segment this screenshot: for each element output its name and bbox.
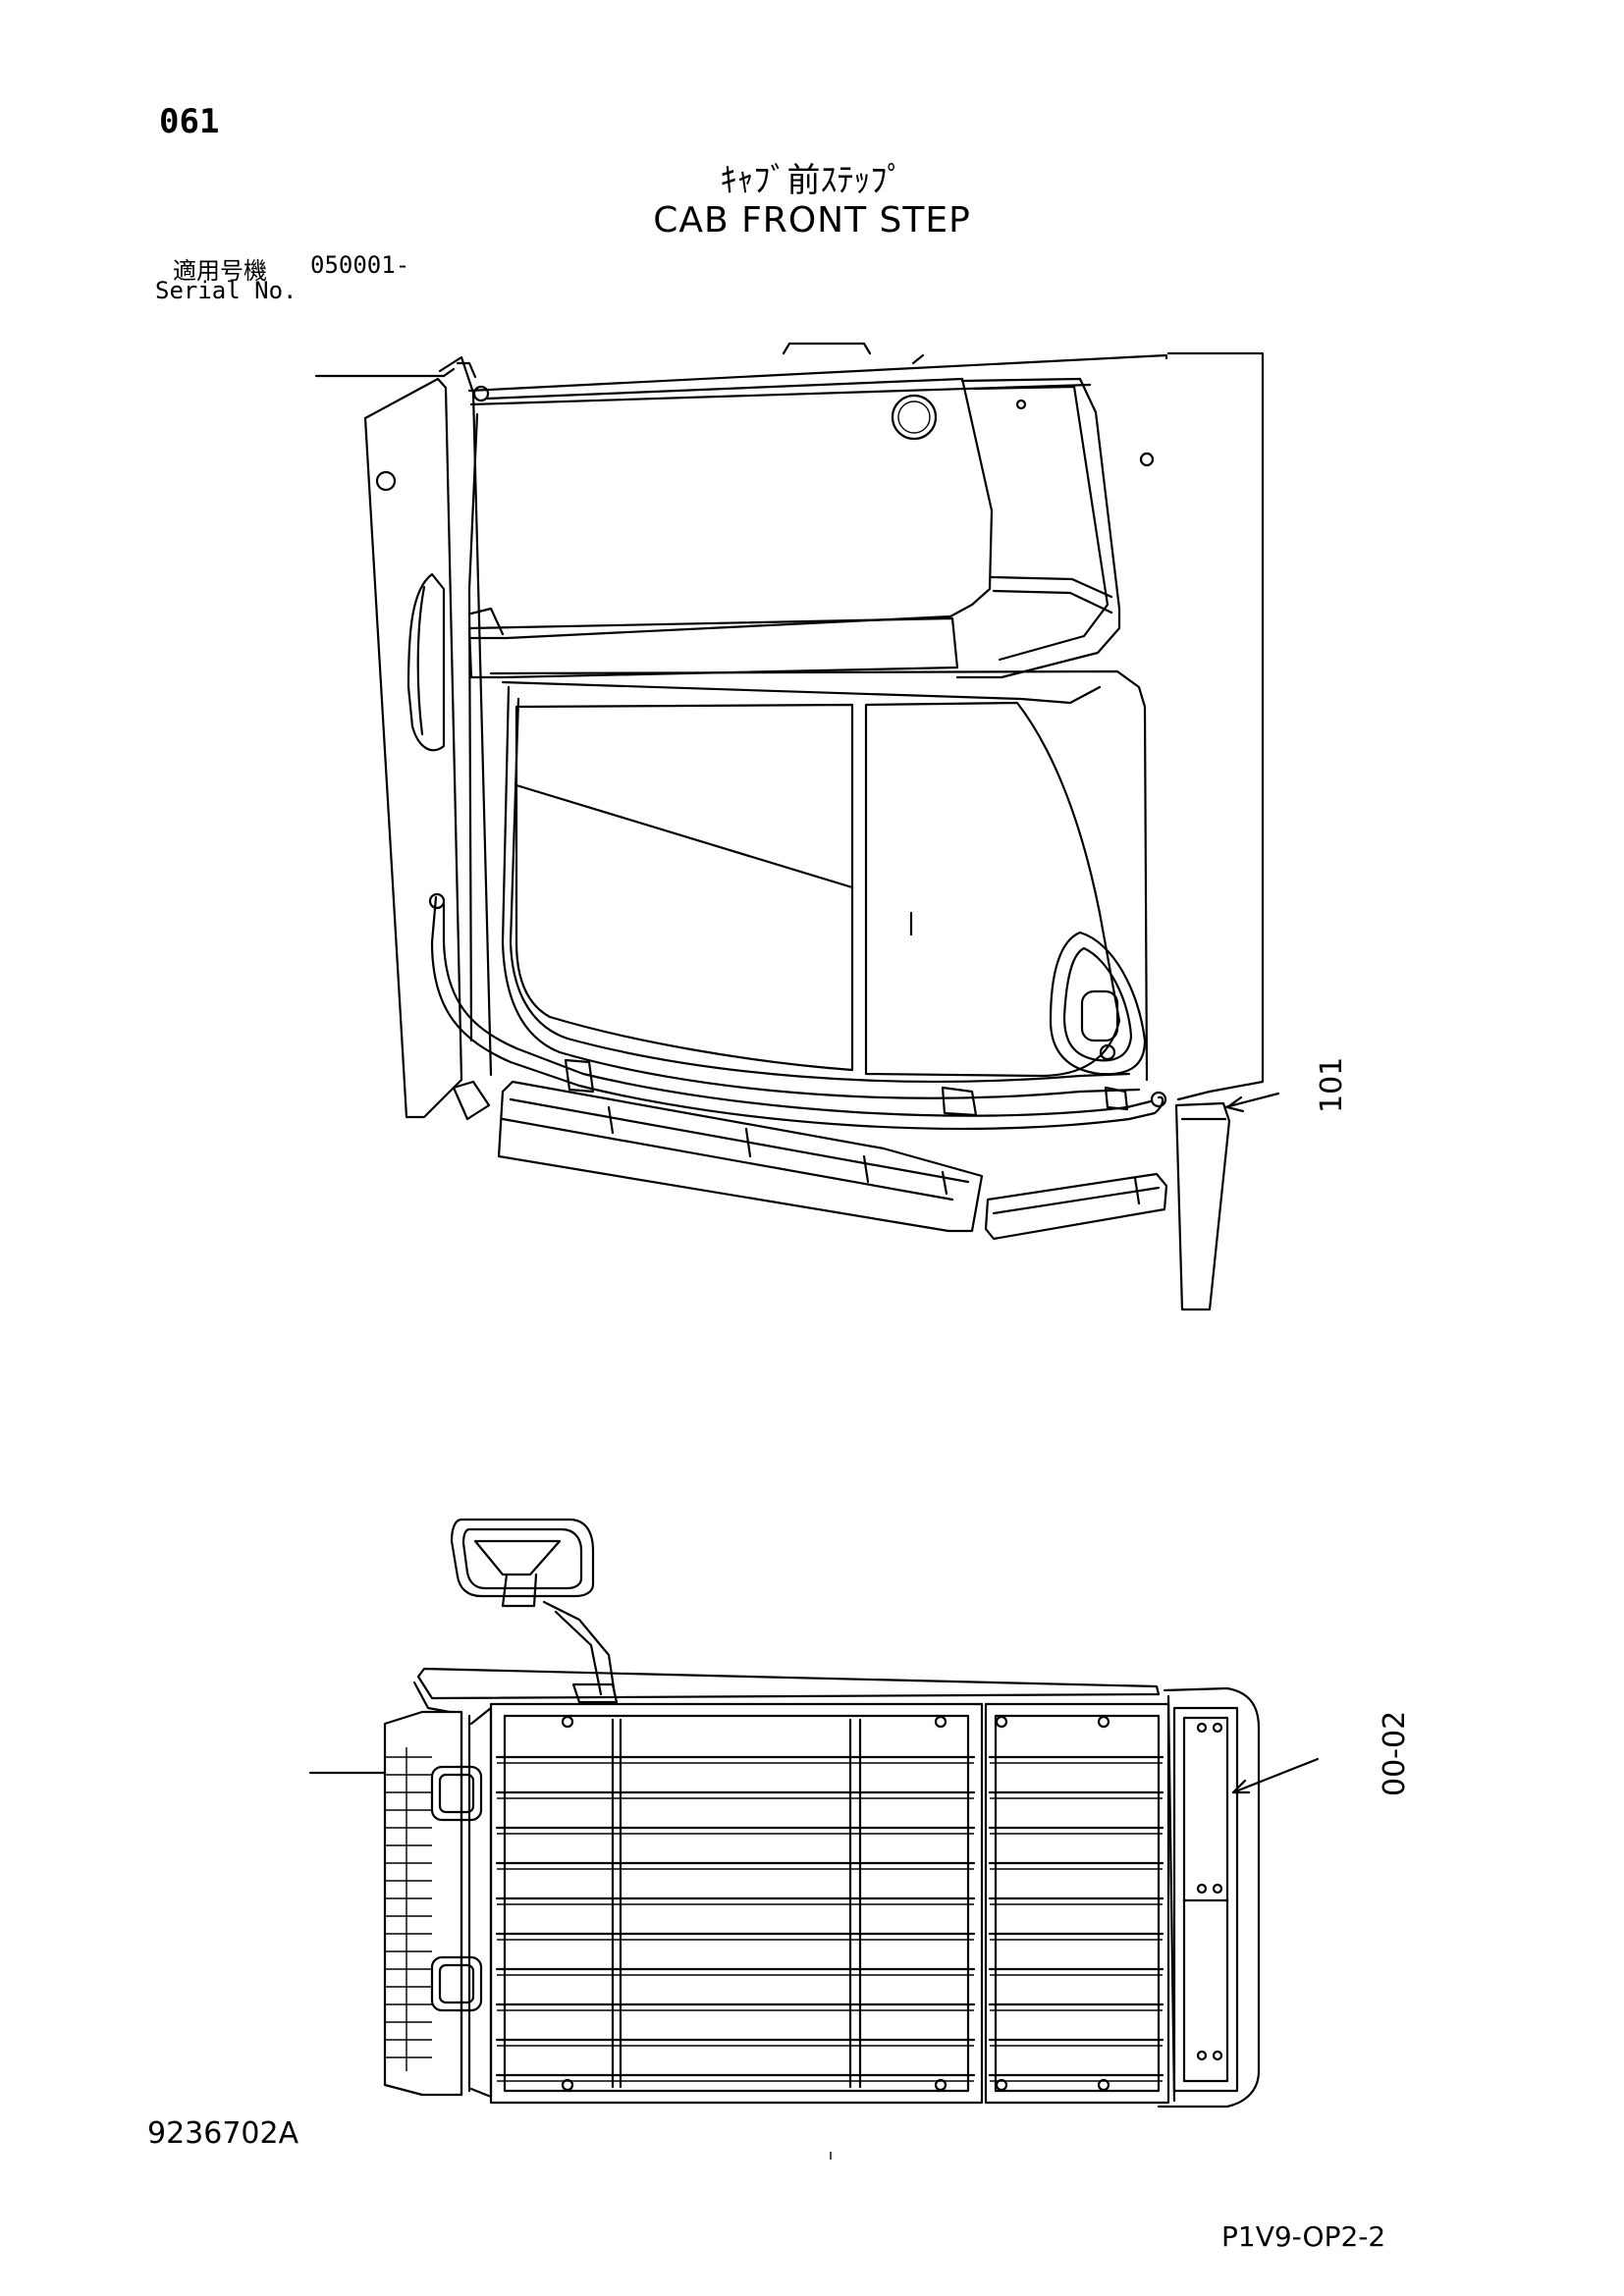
page-title: CAB FRONT STEP	[653, 200, 971, 240]
step-frame-right	[984, 1702, 1170, 2105]
serial-label-jp: 適用号機	[173, 257, 267, 285]
side-step-plate	[1172, 1706, 1239, 2093]
windshield-right-pane	[864, 701, 1121, 1078]
left-pillar	[363, 377, 463, 1119]
serial-number-value: 050001-	[310, 251, 410, 279]
wiper-pod	[1049, 931, 1147, 1076]
mirror	[450, 1518, 595, 1598]
roof-hatch-round	[891, 394, 938, 441]
side-grab-handle	[406, 572, 446, 752]
roof-cap	[782, 342, 872, 355]
cab-front-view	[314, 342, 1280, 1311]
callout-00-02-label: 00-02	[1378, 1711, 1412, 1796]
footer-code: P1V9-OP2-2	[1221, 2220, 1386, 2253]
windshield-left-pane	[514, 703, 854, 1072]
vent-slots	[385, 1747, 432, 2071]
cab-front-step-plate	[497, 1080, 984, 1233]
leader-00-02	[1231, 1757, 1320, 1794]
upper-handle-block	[430, 1765, 483, 1822]
left-vent-grille	[383, 1710, 463, 2097]
right-roof-panel	[955, 377, 1121, 679]
side-step-bolts	[1196, 1722, 1223, 2061]
front-handrail	[430, 895, 1164, 1130]
windshield-frame-outer	[501, 685, 1141, 1099]
tread-bars	[495, 1755, 1164, 2082]
step-frame-left	[489, 1702, 984, 2105]
page-title-jp: ｷｬﾌﾞ前ｽﾃｯﾌﾟ	[720, 161, 904, 200]
lower-handle-block	[430, 1955, 483, 2012]
left-pillar-hole	[375, 470, 397, 492]
page-number: 061	[159, 102, 220, 141]
serial-label-en: Serial No.	[155, 277, 298, 304]
right-step-bracket	[1174, 1101, 1231, 1311]
left-handrail	[438, 355, 493, 1077]
cab-plan-view	[308, 1518, 1320, 2160]
leader-101	[1223, 1092, 1280, 1109]
drawing-number: 9236702A	[147, 2116, 299, 2151]
bolt-holes	[561, 1715, 1110, 2092]
plan-right-outline	[1157, 1686, 1261, 2109]
callout-101-label: 101	[1315, 1057, 1349, 1113]
cab-outer-body	[467, 351, 1265, 1101]
